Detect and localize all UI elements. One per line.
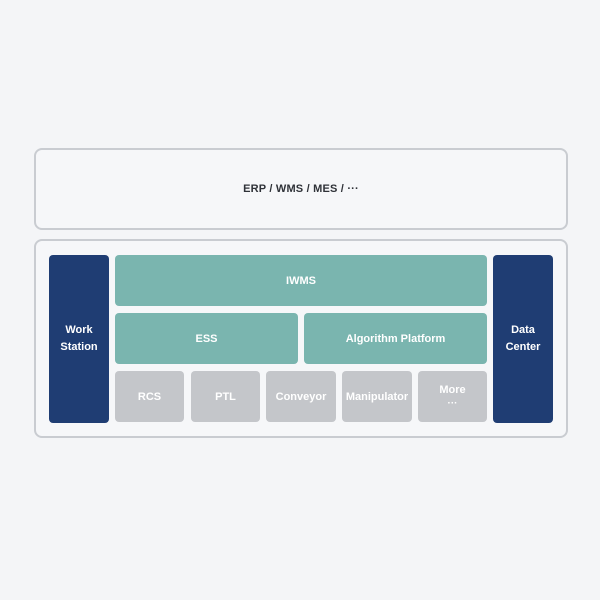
iwms-label: IWMS [286,274,316,287]
ptl-label: PTL [215,390,236,403]
upper-systems-label: ERP / WMS / MES / ··· [243,183,359,195]
conveyor-label: Conveyor [275,390,327,403]
conveyor-block: Conveyor [266,371,336,422]
more-block: More ··· [418,371,487,422]
iwms-block: IWMS [115,255,487,306]
work-station-block: Work Station [49,255,109,423]
ess-block: ESS [115,313,298,364]
more-label: More [439,384,466,396]
rcs-label: RCS [137,390,162,403]
work-station-label-line2: Station [60,341,98,353]
more-ellipsis: ··· [447,398,458,409]
algorithm-platform-label: Algorithm Platform [345,332,446,345]
rcs-block: RCS [115,371,184,422]
data-center-label-line1: Data [511,324,535,336]
data-center-block: Data Center [493,255,553,423]
manipulator-label: Manipulator [345,390,409,403]
upper-systems-layer: ERP / WMS / MES / ··· [34,148,568,230]
ptl-block: PTL [191,371,260,422]
ess-label: ESS [195,332,218,345]
data-center-label-line2: Center [505,341,541,353]
work-station-label-line1: Work [65,324,93,336]
manipulator-block: Manipulator [342,371,412,422]
algorithm-platform-block: Algorithm Platform [304,313,487,364]
